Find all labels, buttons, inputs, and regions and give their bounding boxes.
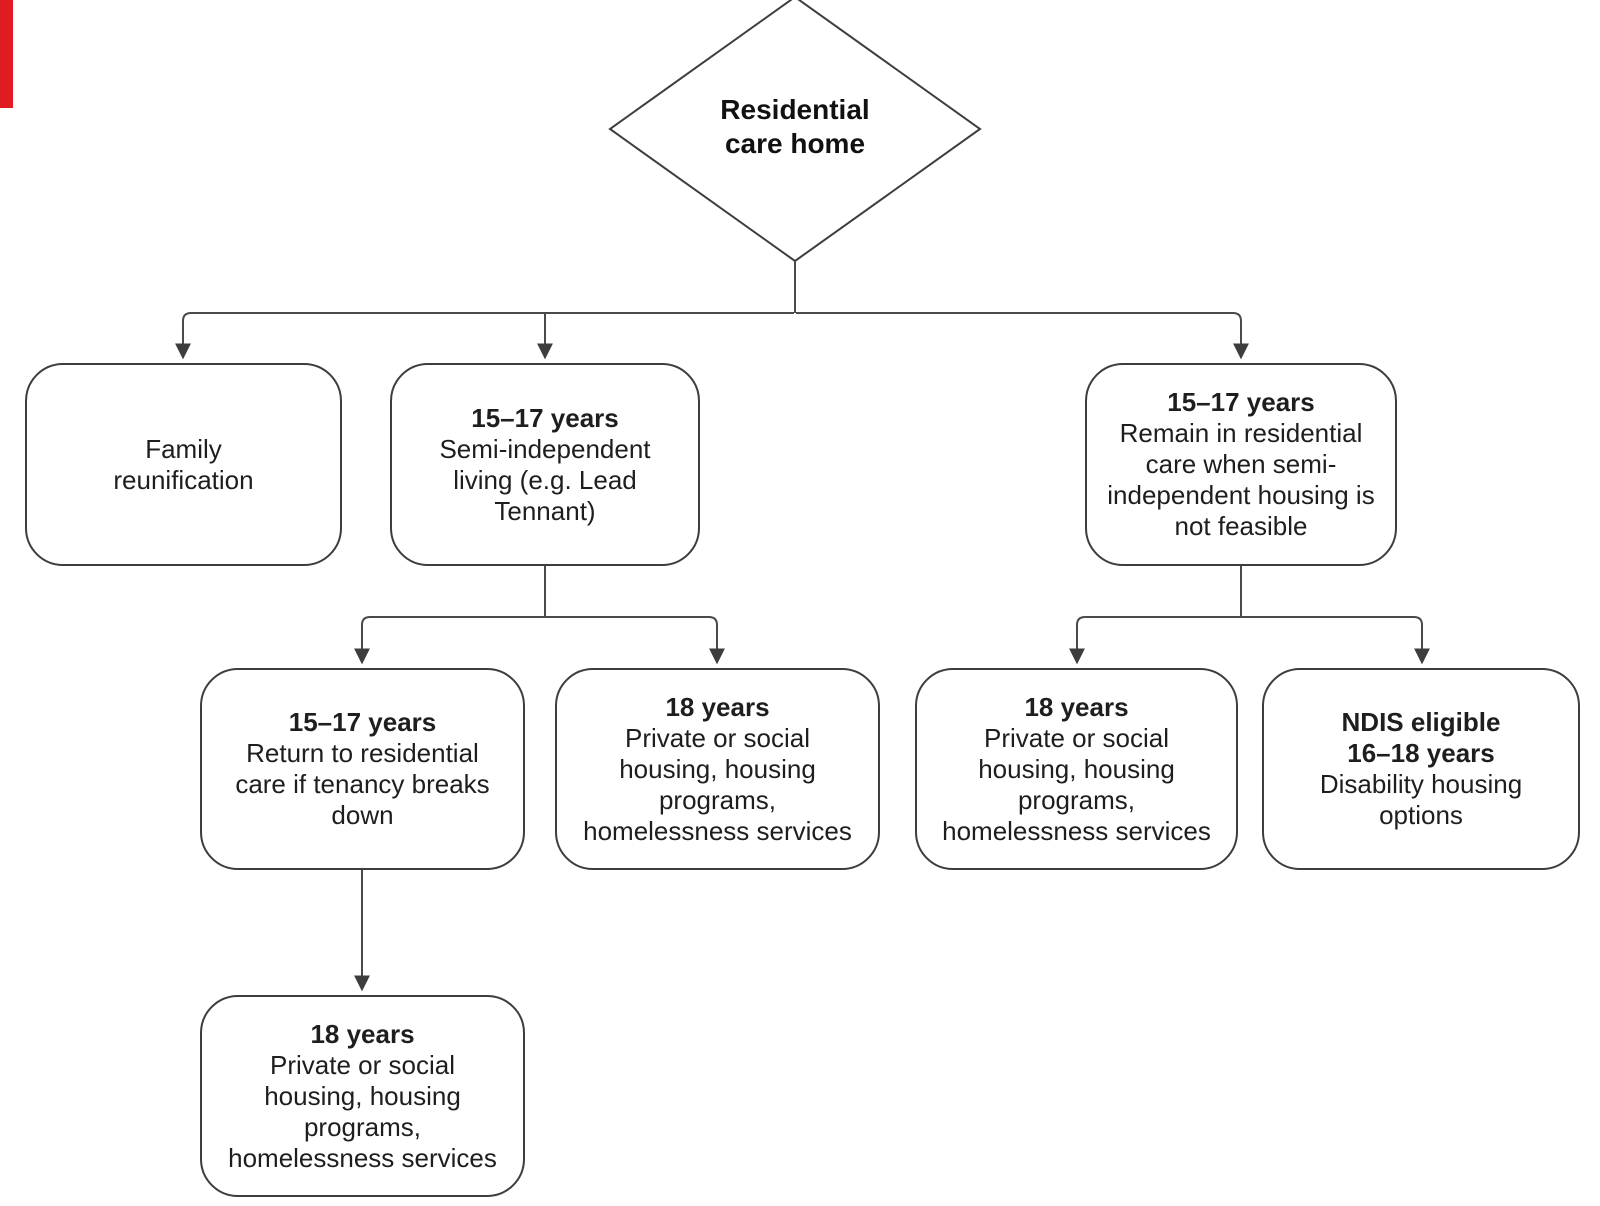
edge-to-return-care [354, 616, 546, 665]
node-housing-18-years-bottom: 18 years Private or social housing, hous… [200, 995, 525, 1197]
node-body: Family reunification [113, 433, 254, 495]
node-body: Remain in residential care when semi- in… [1107, 418, 1375, 541]
diamond-label: Residential care home [720, 94, 870, 159]
node-remain-in-residential-care: 15–17 years Remain in residential care w… [1085, 363, 1397, 566]
node-title: 18 years [1024, 691, 1129, 722]
node-family-reunification: Family reunification [25, 363, 342, 566]
node-title: NDIS eligible 16–18 years [1341, 707, 1501, 768]
node-body: Disability housing options [1319, 769, 1523, 830]
node-semi-independent-living: 15–17 years Semi-independent living (e.g… [390, 363, 700, 566]
edge-to-housing-right [1069, 616, 1242, 665]
node-title: 15–17 years [1167, 387, 1315, 417]
node-housing-18-years-left: 18 years Private or social housing, hous… [555, 668, 880, 870]
node-title: 18 years [665, 691, 770, 722]
node-body: Private or social housing, housing progr… [942, 722, 1211, 846]
node-body: Return to residential care if tenancy br… [235, 738, 490, 830]
edge-to-remain-care [796, 312, 1249, 360]
node-housing-18-years-right: 18 years Private or social housing, hous… [915, 668, 1238, 870]
node-title: 15–17 years [471, 402, 619, 433]
node-return-to-residential-care: 15–17 years Return to residential care i… [200, 668, 525, 870]
red-edge-mark [0, 0, 13, 108]
node-body: Semi-independent living (e.g. Lead Tenna… [439, 433, 651, 526]
node-ndis-eligible: NDIS eligible 16–18 years Disability hou… [1262, 668, 1580, 870]
edge-to-family [175, 312, 794, 360]
node-body: Private or social housing, housing progr… [228, 1049, 497, 1173]
edge-to-housing-left [544, 616, 725, 665]
node-body: Private or social housing, housing progr… [583, 722, 852, 846]
node-title: 18 years [310, 1018, 415, 1049]
node-title: 15–17 years [288, 707, 437, 737]
edge-to-ndis [1240, 616, 1430, 665]
